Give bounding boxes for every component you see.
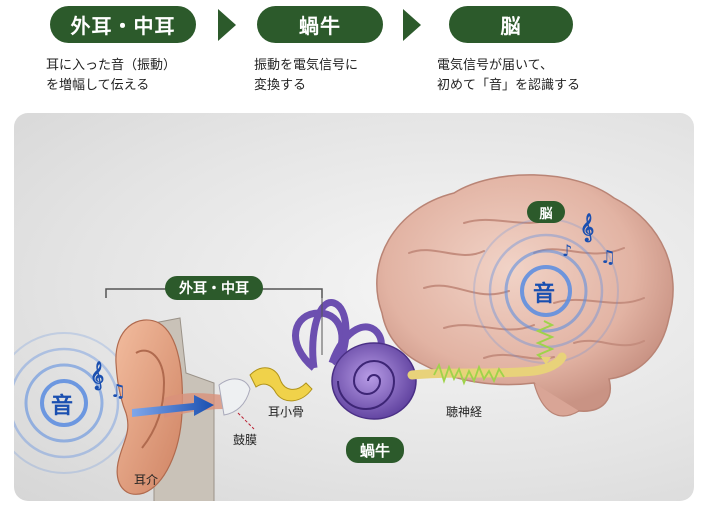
cochlea-shape (331, 342, 417, 420)
auditory-nerve (407, 352, 567, 380)
step-arrow-2 (403, 9, 421, 41)
brain-signal (535, 320, 555, 362)
step-desc-line: 振動を電気信号に (254, 58, 359, 73)
step-pill-cochlea: 蝸牛 (257, 6, 383, 43)
ear-diagram-illustration (14, 174, 674, 501)
step-desc-line: 初めて「音」を認識する (437, 78, 581, 93)
ossicles-label: 耳小骨 (268, 405, 305, 419)
step-desc-line: 電気信号が届いて、 (437, 58, 553, 73)
step-pill-outer-middle-ear: 外耳・中耳 (50, 6, 196, 43)
ear-diagram-panel: 𝄞 ♫ 𝄞 ♫ ♪ 音 音 外耳・中耳 脳 蝸牛 耳介 鼓膜 耳小骨 聴神経 (14, 113, 694, 501)
ossicles-shape (249, 367, 313, 402)
sound-char-ear: 音 (51, 394, 74, 419)
step-desc-outer-middle-ear: 耳に入った音（振動） を増幅して伝える (46, 56, 176, 96)
cochlea-label: 蝸牛 (346, 437, 404, 463)
pinna-shape (115, 319, 183, 495)
step-desc-line: を増幅して伝える (46, 78, 150, 93)
music-note-icon: ♫ (110, 381, 127, 402)
eardrum-label: 鼓膜 (233, 433, 258, 447)
eardrum-shape (218, 378, 251, 416)
brain-label: 脳 (527, 201, 565, 223)
step-desc-brain: 電気信号が届いて、 初めて「音」を認識する (437, 56, 580, 96)
step-pill-brain: 脳 (449, 6, 573, 43)
bracket-label-outer-middle-ear: 外耳・中耳 (165, 276, 263, 300)
auditory-nerve-label: 聴神経 (446, 405, 483, 419)
treble-clef-icon: 𝄞 (580, 213, 595, 241)
sound-travel-arrow (132, 395, 214, 417)
sound-char-brain: 音 (533, 282, 556, 307)
pinna-label: 耳介 (134, 473, 159, 487)
step-desc-line: 耳に入った音（振動） (46, 58, 177, 73)
treble-clef-icon: 𝄞 (90, 361, 105, 389)
step-desc-line: 変換する (254, 78, 307, 93)
step-desc-cochlea: 振動を電気信号に 変換する (254, 56, 358, 96)
nerve-signal (433, 362, 505, 386)
music-note-icon: ♪ (562, 241, 573, 260)
brain-shape (376, 174, 674, 417)
music-note-icon: ♫ (600, 247, 617, 268)
step-arrow-1 (218, 9, 236, 41)
